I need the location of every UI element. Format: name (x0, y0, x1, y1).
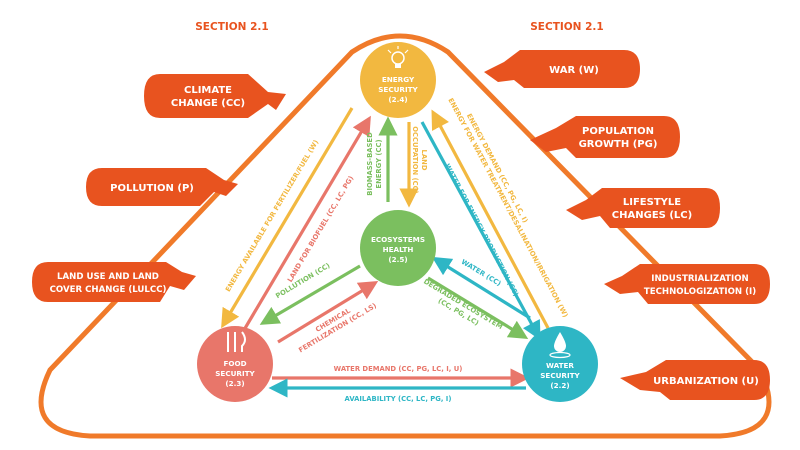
arrow-energy-demand (431, 109, 550, 329)
driver-war-label: WAR (W) (549, 65, 599, 76)
label-degraded-1: DEGRADED ECOSYSTEM (422, 277, 504, 331)
driver-climate-label-2: CHANGE (CC) (171, 98, 245, 109)
label-energy-for-fertilizer: ENERGY AVAILABLE FOR FERTILIZER/FUEL (W) (224, 139, 320, 294)
label-land-occupation-2: OCCUPATION (CC) (411, 126, 419, 194)
driver-landuse-label-2: COVER CHANGE (LULCC) (50, 285, 167, 295)
arrow-chemical-fertilization (277, 281, 379, 344)
arrow-pollution-cc (259, 264, 361, 325)
driver-industrialization-label-2: TECHNOLOGIZATION (I) (644, 287, 756, 297)
driver-landuse-label-1: LAND USE AND LAND (57, 272, 159, 282)
driver-lifestyle-label-1: LIFESTYLE (623, 197, 681, 208)
driver-climate-change: CLIMATE CHANGE (CC) (144, 74, 286, 118)
node-water-security: WATER SECURITY (2.2) (522, 326, 598, 402)
water-drop-icon (549, 332, 571, 359)
driver-urbanization-label: URBANIZATION (U) (653, 376, 759, 387)
section-title-left: SECTION 2.1 (195, 21, 268, 33)
driver-population-label-1: POPULATION (582, 126, 654, 137)
node-energy-security: ENERGY SECURITY (2.4) (360, 42, 436, 118)
node-ecosystems-health: ECOSYSTEMS HEALTH (2.5) (360, 210, 436, 286)
section-title-right: SECTION 2.1 (530, 21, 603, 33)
ecosystem-title-3: (2.5) (388, 255, 407, 264)
node-food-security: FOOD SECURITY (2.3) (197, 326, 273, 402)
driver-industrialization-label-1: INDUSTRIALIZATION (651, 274, 748, 284)
food-title-2: SECURITY (215, 369, 255, 378)
arrow-land-for-biofuel (242, 115, 371, 331)
label-availability: AVAILABILITY (CC, LC, PG, I) (345, 395, 452, 403)
food-title-3: (2.3) (225, 379, 244, 388)
ecosystem-title-1: ECOSYSTEMS (371, 235, 425, 244)
label-biomass-2: ENERGY (CC) (375, 139, 383, 188)
energy-title-3: (2.4) (388, 95, 407, 104)
driver-population-label-2: GROWTH (PG) (579, 139, 658, 150)
driver-pollution: POLLUTION (P) (86, 168, 238, 206)
energy-title-1: ENERGY (382, 75, 415, 84)
driver-war: WAR (W) (484, 50, 640, 88)
arrow-water-for-energy (420, 121, 541, 341)
driver-industrialization: INDUSTRIALIZATION TECHNOLOGIZATION (I) (604, 264, 770, 304)
arrow-water-cc (431, 256, 531, 320)
lightbulb-icon (387, 46, 409, 68)
label-biomass-1: BIOMASS-BASED (366, 132, 374, 196)
driver-population: POPULATION GROWTH (PG) (530, 116, 680, 158)
driver-urbanization: URBANIZATION (U) (620, 360, 770, 400)
label-chemical-2: FERTILIZATION (CC, LS) (297, 302, 378, 355)
water-title-2: SECURITY (540, 371, 580, 380)
cutlery-icon (227, 331, 246, 352)
driver-lifestyle-label-2: CHANGES (LC) (612, 210, 692, 221)
water-title-1: WATER (546, 361, 574, 370)
driver-land-use: LAND USE AND LAND COVER CHANGE (LULCC) (32, 262, 196, 302)
label-land-occupation-1: LAND (420, 150, 428, 171)
food-title-1: FOOD (223, 359, 246, 368)
driver-pollution-label: POLLUTION (P) (110, 183, 194, 194)
ecosystem-title-2: HEALTH (383, 245, 414, 254)
water-title-3: (2.2) (550, 381, 569, 390)
nexus-frame (38, 33, 772, 439)
driver-lifestyle: LIFESTYLE CHANGES (LC) (566, 188, 720, 228)
arrow-energy-for-fertilizer (221, 107, 354, 329)
driver-climate-label-1: CLIMATE (184, 85, 232, 96)
energy-title-2: SECURITY (378, 85, 418, 94)
label-water-demand: WATER DEMAND (CC, PG, LC, I, U) (334, 365, 463, 373)
arrow-degraded-ecosystem (427, 276, 529, 339)
